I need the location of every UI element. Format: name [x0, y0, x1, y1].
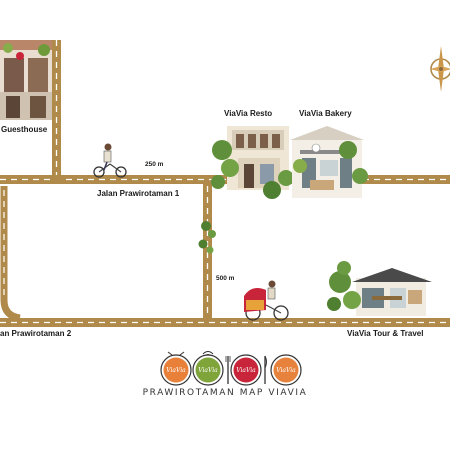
label-distance-500: 500 m: [216, 275, 235, 282]
label-distance-250: 250 m: [145, 161, 164, 168]
label-jalan-prawirotaman-1: Jalan Prawirotaman 1: [97, 189, 180, 198]
label-viavia-resto: ViaVia Resto: [224, 109, 273, 118]
guesthouse-illustration[interactable]: [0, 40, 52, 120]
alarm-bell-icon: [167, 351, 185, 356]
fork-icon: [225, 356, 231, 384]
badge-text-4: ViaVia: [276, 367, 296, 374]
badge-text-3: ViaVia: [236, 367, 256, 374]
road-left-edge: [0, 186, 21, 322]
label-guesthouse: Guesthouse: [1, 125, 48, 134]
label-jalan-prawirotaman-2: an Prawirotaman 2: [0, 329, 72, 338]
map-title: PRAWIROTAMAN MAP VIAVIA: [142, 388, 308, 398]
knife-icon: [264, 355, 267, 384]
viavia-bakery-illustration[interactable]: [290, 126, 368, 198]
compass-icon: [430, 46, 450, 92]
viavia-logo: ViaVia ViaVia ViaVia ViaVia: [160, 351, 302, 386]
badge-text-1: ViaVia: [166, 367, 186, 374]
viavia-tour-travel-illustration[interactable]: [327, 261, 432, 316]
label-viavia-bakery: ViaVia Bakery: [299, 109, 352, 118]
pedicab-icon: [244, 280, 289, 321]
label-viavia-tour-travel: ViaVia Tour & Travel: [347, 329, 424, 338]
cyclist-icon: [93, 143, 127, 178]
badge-text-2: ViaVia: [198, 367, 218, 374]
viavia-resto-illustration[interactable]: [211, 126, 294, 199]
bushes: [198, 221, 216, 254]
